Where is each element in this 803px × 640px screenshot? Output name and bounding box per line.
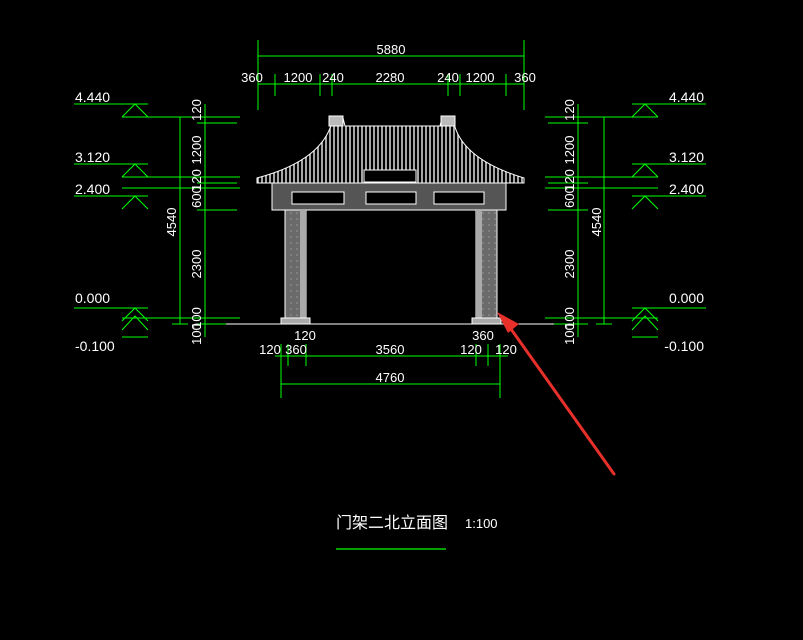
right-vseg-2: 1200 [562, 136, 577, 165]
seg-label-2: 1200 [284, 70, 313, 85]
bot-seg-3: 3560 [376, 342, 405, 357]
bot-seg-4: 120 [460, 342, 482, 357]
level-right-3: 2.400 [669, 181, 704, 197]
level-left-5: -0.100 [75, 338, 115, 354]
right-vseg-5: 2300 [562, 250, 577, 279]
seg-label-3: 240 [322, 70, 344, 85]
left-vseg-4: 600 [189, 186, 204, 208]
drawing-scale: 1:100 [465, 516, 498, 531]
bottom-dimension-chain: 120 360 120 360 3560 120 120 4760 [259, 328, 517, 398]
bot-seg-5: 120 [495, 342, 517, 357]
level-left-2: 3.120 [75, 149, 110, 165]
right-vseg-6: 100 [562, 307, 577, 329]
overall-width-label: 5880 [377, 42, 406, 57]
bot-seg-1: 120 [259, 342, 281, 357]
left-vseg-2: 1200 [189, 136, 204, 165]
seg-label-5: 240 [437, 70, 459, 85]
left-vseg-5: 2300 [189, 250, 204, 279]
left-level-markers: 4.440 3.120 2.400 0.000 -0.100 [74, 89, 240, 354]
seg-label-1: 360 [241, 70, 263, 85]
right-vseg-1: 120 [562, 99, 577, 121]
level-right-1: 4.440 [669, 89, 704, 105]
left-vseg-1: 120 [189, 99, 204, 121]
level-left-3: 2.400 [75, 181, 110, 197]
left-vseg-7: 100 [189, 323, 204, 345]
top-dimension-chain: 5880 360 1200 240 2280 240 1200 360 [241, 40, 536, 110]
left-overall-height: 4540 [164, 208, 179, 237]
right-vseg-4: 600 [562, 186, 577, 208]
seg-label-6: 1200 [466, 70, 495, 85]
drawing-title: 门架二北立面图 [336, 513, 448, 532]
drawing-title-block: 门架二北立面图 1:100 [336, 513, 498, 550]
level-left-1: 4.440 [75, 89, 110, 105]
right-vseg-7: 100 [562, 323, 577, 345]
left-vertical-dimensions: 4540 120 1200 120 600 2300 100 100 [164, 99, 237, 345]
gate-elevation [226, 115, 554, 325]
level-right-4: 0.000 [669, 290, 704, 306]
left-vseg-6: 100 [189, 307, 204, 329]
right-vertical-dimensions: 120 1200 120 600 2300 100 100 4540 [548, 99, 612, 345]
annotation-arrow [497, 312, 616, 476]
seg-label-4: 2280 [376, 70, 405, 85]
bot-upper-1: 120 [294, 328, 316, 343]
left-vseg-3: 120 [189, 169, 204, 191]
right-vseg-3: 120 [562, 169, 577, 191]
level-right-5: -0.100 [664, 338, 704, 354]
seg-label-7: 360 [514, 70, 536, 85]
level-right-2: 3.120 [669, 149, 704, 165]
level-left-4: 0.000 [75, 290, 110, 306]
bot-overall-label: 4760 [376, 370, 405, 385]
bot-seg-2: 360 [285, 342, 307, 357]
bot-upper-2: 360 [472, 328, 494, 343]
right-level-markers: 4.440 3.120 2.400 0.000 -0.100 [545, 89, 706, 354]
right-overall-height: 4540 [589, 208, 604, 237]
